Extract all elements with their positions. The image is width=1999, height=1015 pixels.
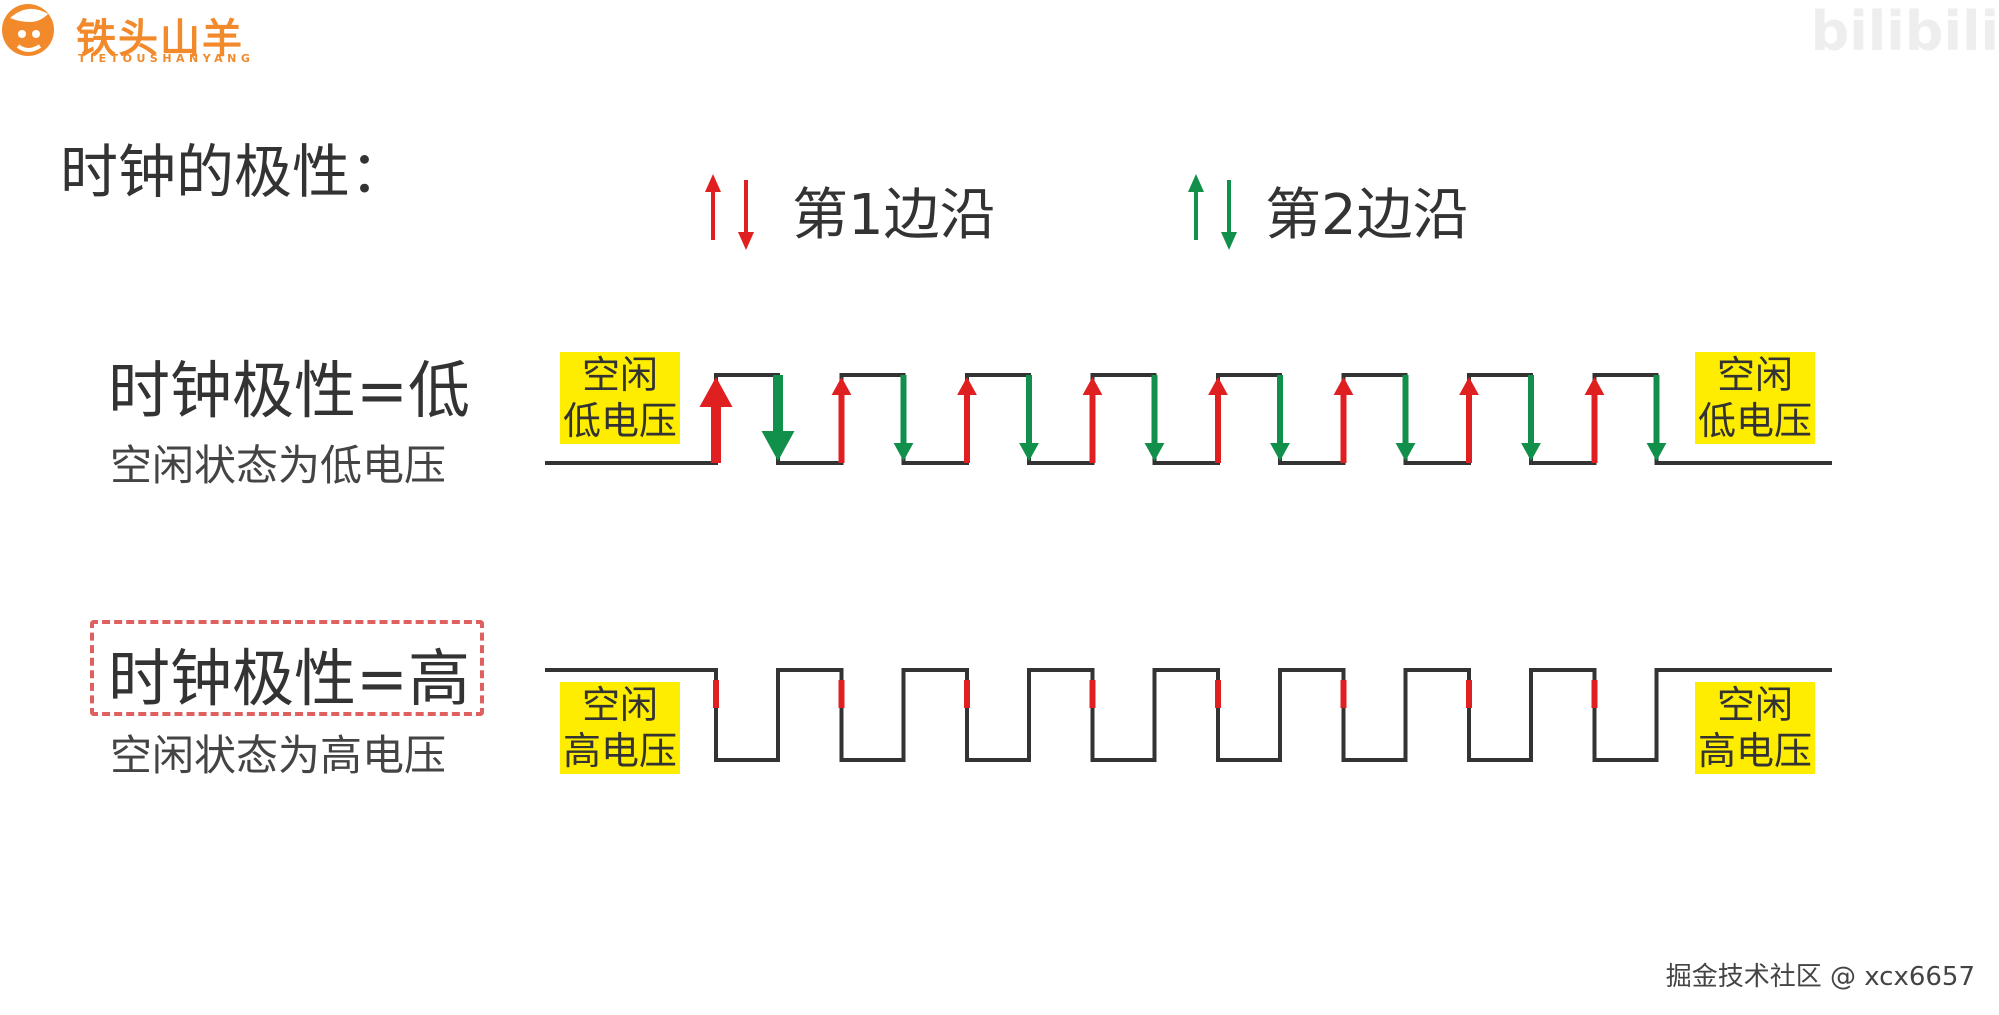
row1-edge2-arrow-5-head (1395, 443, 1416, 461)
row1-clock-wave (545, 373, 1832, 465)
row1-title: 时钟极性=低 (108, 354, 470, 427)
row2-clock-wave (545, 668, 1832, 762)
row2-idle-left-label: 空闲 高电压 (560, 682, 680, 774)
row1-edge1-arrow-7-head (1584, 377, 1605, 395)
row1-idle-right-label: 空闲 低电压 (1695, 352, 1815, 444)
row1-edge2-arrow-7-head (1646, 443, 1667, 461)
row1-edge1-arrow-6-head (1459, 377, 1479, 395)
row1-edge2-arrow-0-head (761, 431, 795, 461)
row1-edge2-arrow-3-head (1144, 443, 1165, 461)
row1-edge2-arrow-2-head (1019, 443, 1039, 461)
row1-edge2-arrow-1-head (893, 443, 914, 461)
brand-logo: 铁头山羊 TIETOUSHANYANG (0, 0, 300, 70)
row1-edge1-arrow-3-head (1082, 377, 1103, 395)
row1-edge1-arrow-2-head (957, 377, 977, 395)
row1-edge1-arrow-1-head (831, 377, 852, 395)
legend-edge1-label: 第1边沿 (792, 183, 996, 248)
goat-head-icon (2, 4, 54, 56)
bilibili-watermark: bilibili (1810, 0, 1999, 63)
row1-edge1-arrow-4-head (1208, 377, 1228, 395)
row2-subtitle: 空闲状态为高电压 (110, 731, 447, 780)
footer-watermark: 掘金技术社区 @ xcx6657 (1665, 962, 1975, 992)
highlight-dashed-box (90, 620, 484, 716)
row1-subtitle: 空闲状态为低电压 (110, 441, 447, 490)
row1-idle-left-label: 空闲 低电压 (560, 352, 680, 444)
legend-edge2-label: 第2边沿 (1265, 183, 1469, 248)
row1-edge1-arrow-5-head (1333, 377, 1354, 395)
page-title: 时钟的极性： (60, 138, 409, 206)
brand-name-en: TIETOUSHANYANG (78, 52, 255, 65)
row1-edge2-arrow-4-head (1270, 443, 1290, 461)
brand-name: 铁头山羊 (76, 16, 244, 62)
row2-title: 时钟极性=高 (108, 642, 470, 715)
row1-edge1-arrow-0-head (699, 377, 733, 407)
row2-idle-right-label: 空闲 高电压 (1695, 682, 1815, 774)
row1-edge2-arrow-6-head (1521, 443, 1541, 461)
